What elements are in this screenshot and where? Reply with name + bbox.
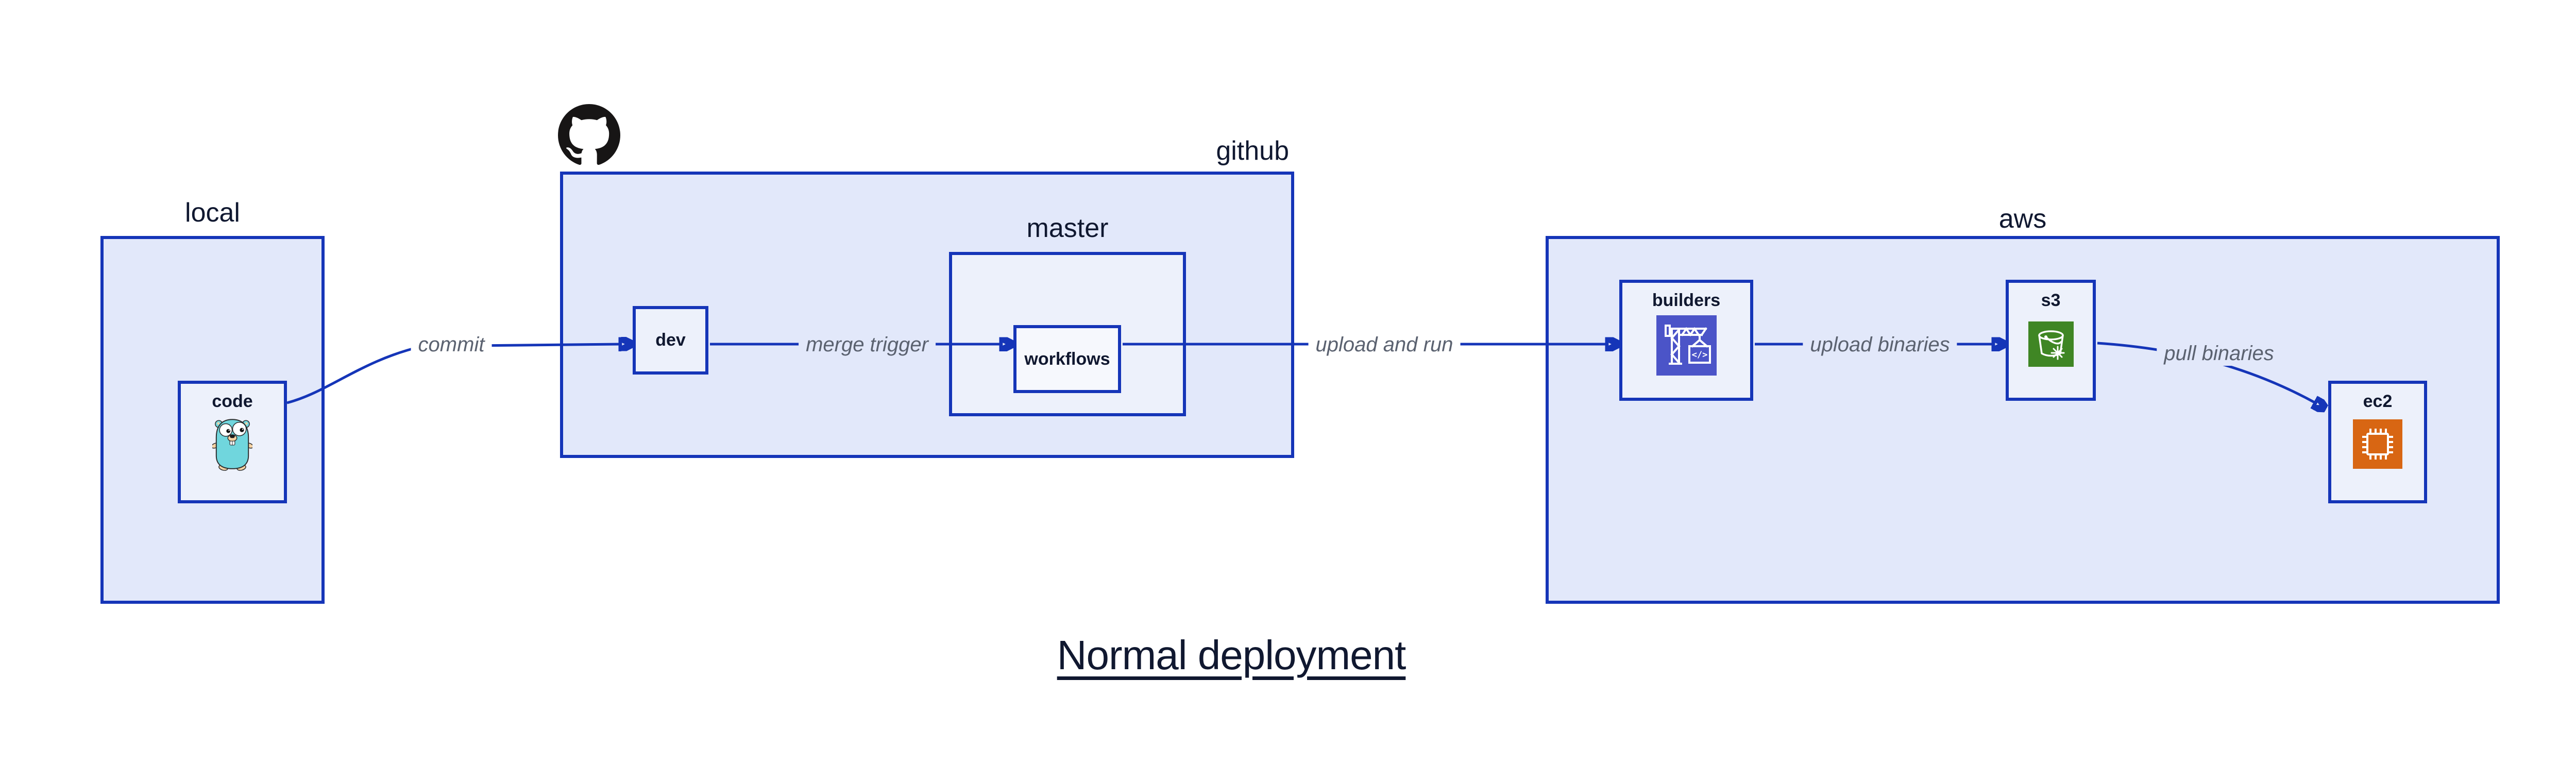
edge-label-pull-binaries: pull binaries xyxy=(2157,341,2281,366)
master-group-label: master xyxy=(1026,213,1109,243)
local-group-label: local xyxy=(185,198,240,228)
ec2-chip-icon xyxy=(2353,419,2402,469)
builders-node-label: builders xyxy=(1652,291,1721,310)
ec2-node-label: ec2 xyxy=(2363,392,2393,411)
ec2-node: ec2 xyxy=(2328,381,2427,503)
s3-node-label: s3 xyxy=(2041,291,2061,310)
aws-group-label: aws xyxy=(1998,204,2047,234)
svg-text:</>: </> xyxy=(1691,350,1707,360)
codebuild-crane-icon: </> xyxy=(1656,315,1717,376)
github-group-label: github xyxy=(1216,136,1289,166)
dev-node: dev xyxy=(633,306,708,375)
edge-label-upload-and-run: upload and run xyxy=(1308,332,1461,357)
workflows-node: workflows xyxy=(1013,325,1121,393)
code-node: code xyxy=(178,381,287,503)
s3-bucket-icon xyxy=(2028,321,2074,367)
edge-label-commit: commit xyxy=(411,332,492,357)
s3-node: s3 xyxy=(2006,280,2096,401)
go-gopher-icon xyxy=(212,419,252,471)
builders-node: builders xyxy=(1619,280,1753,401)
workflows-node-label: workflows xyxy=(1024,349,1110,369)
diagram-title: Normal deployment xyxy=(1057,632,1406,678)
dev-node-label: dev xyxy=(655,330,686,350)
code-node-label: code xyxy=(212,392,253,411)
edge-label-upload-binaries: upload binaries xyxy=(1803,332,1957,357)
github-octocat-icon xyxy=(558,104,620,166)
edge-label-merge-trigger: merge trigger xyxy=(799,332,936,357)
